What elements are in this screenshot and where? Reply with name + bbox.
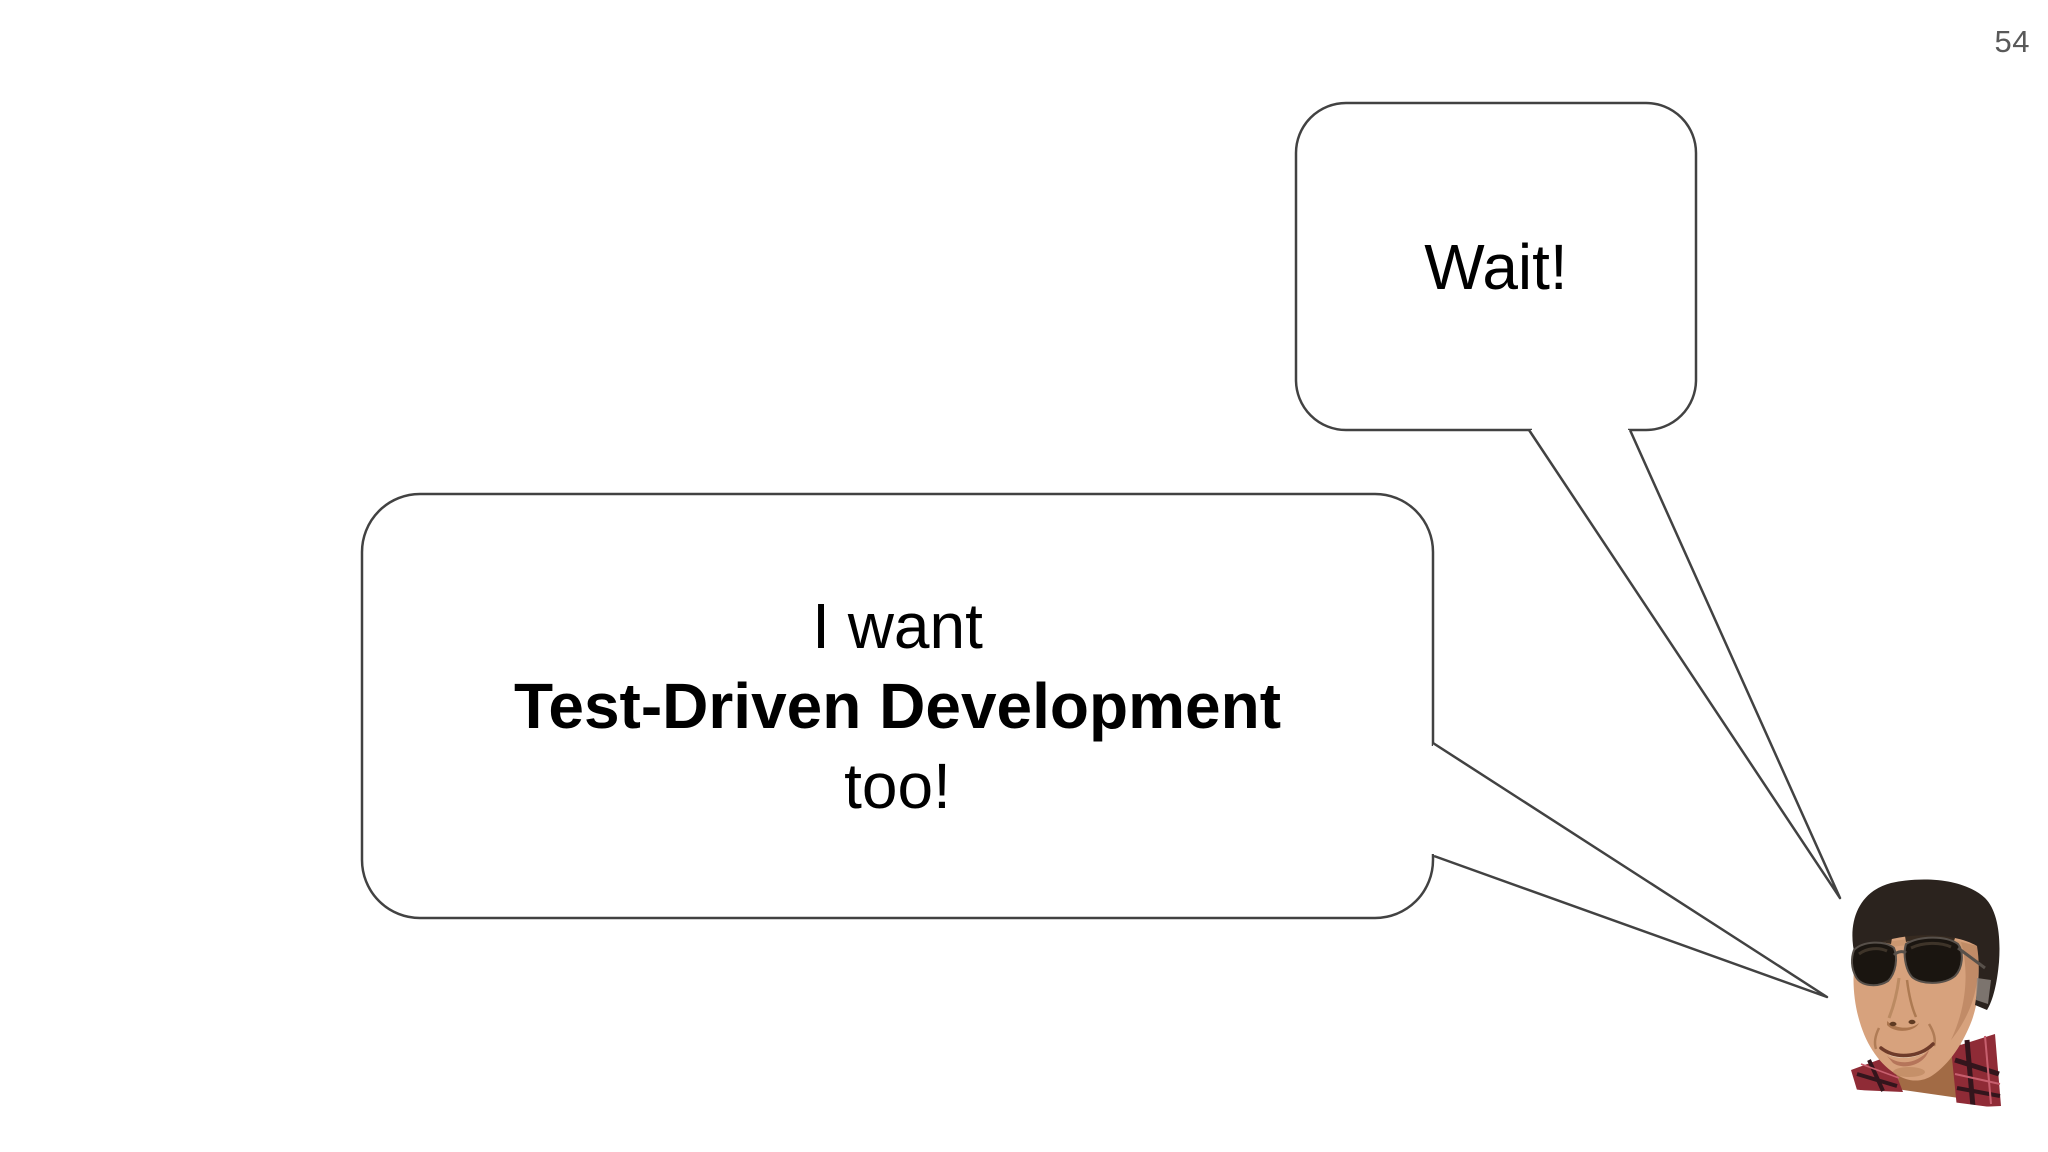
- tdd-bubble-tail: [1432, 741, 1829, 999]
- tdd-line-3: too!: [844, 750, 951, 822]
- wait-bubble-tail: [1527, 429, 1842, 900]
- page-number: 54: [1994, 24, 2030, 59]
- tdd-line-1: I want: [812, 590, 983, 662]
- face-side-shadow: [1951, 942, 1979, 1040]
- tdd-bubble-shape: [360, 492, 1435, 920]
- tdd-line-2: Test-Driven Development: [514, 670, 1281, 742]
- hair-shape: [1852, 879, 2000, 1010]
- nostril-right: [1908, 1019, 1916, 1025]
- nose-base: [1887, 1021, 1919, 1031]
- nostril-left: [1889, 1021, 1897, 1027]
- wait-bubble-text: Wait!: [1424, 230, 1568, 303]
- presenter-photo: [1845, 879, 2048, 1118]
- gray-sideburn: [1976, 978, 1991, 1004]
- nasolabial-left: [1873, 1027, 1881, 1050]
- tdd-bubble-text: I want Test-Driven Development too!: [362, 494, 1433, 918]
- chin-shadow: [1893, 1067, 1925, 1077]
- sunglasses-icon: [1850, 936, 1986, 987]
- photo-cut-edge: [1845, 1088, 2048, 1118]
- shirt-shape: [1851, 1034, 2001, 1108]
- tdd-tail-notch: [1420, 746, 1436, 854]
- lower-lip: [1887, 1050, 1929, 1067]
- nose-bridge: [1887, 977, 1901, 1019]
- smile-line: [1879, 1042, 1935, 1058]
- wait-bubble-shape: [1294, 101, 1698, 432]
- nose-side: [1905, 979, 1918, 1018]
